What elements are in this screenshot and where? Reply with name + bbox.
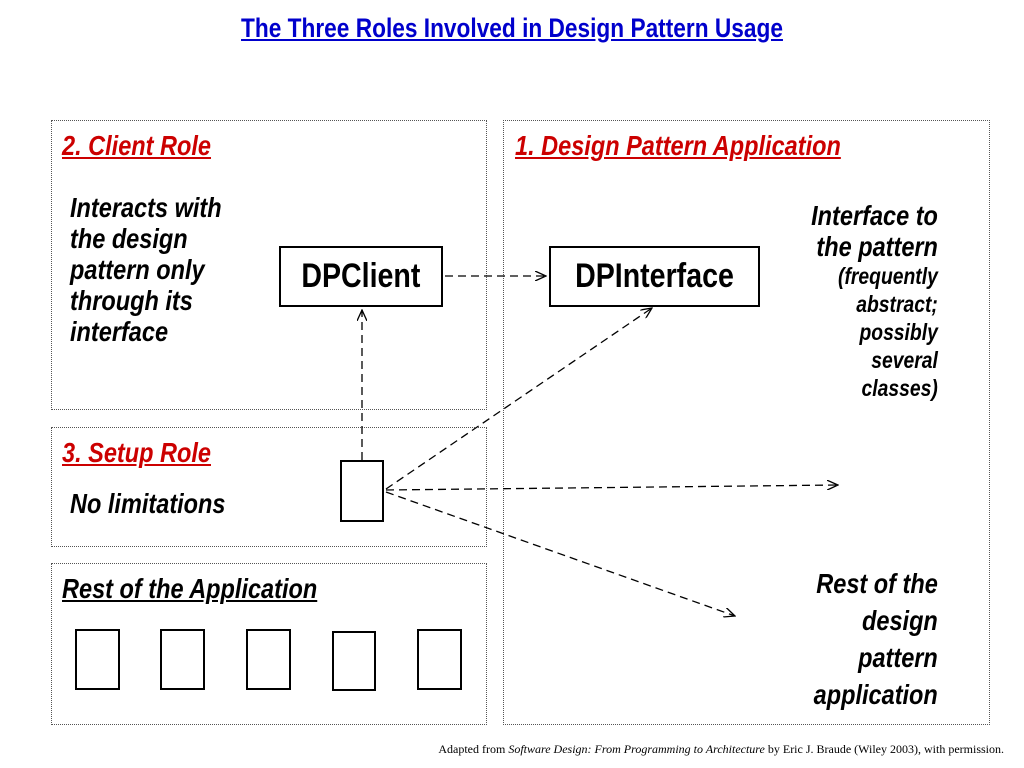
rest-of-design-pattern-description: Rest of the design pattern application: [814, 565, 938, 713]
client-desc-line: Interacts with: [70, 192, 222, 223]
client-role-panel: [51, 120, 487, 410]
interface-note-line: abstract;: [856, 291, 938, 317]
dpinterface-box: DPInterface: [549, 246, 760, 307]
rest-dp-line: application: [813, 679, 938, 710]
application-class-box: [246, 629, 291, 690]
setup-role-description: No limitations: [70, 488, 226, 519]
rest-dp-line: design: [862, 605, 938, 636]
design-pattern-application-heading: 1. Design Pattern Application: [515, 130, 841, 161]
interface-note-line: several: [871, 347, 938, 373]
interface-note: (frequently abstract; possibly several c…: [838, 262, 938, 402]
application-class-box: [160, 629, 205, 690]
client-desc-line: pattern only: [70, 254, 205, 285]
interface-description: Interface to the pattern: [811, 200, 938, 262]
application-class-box: [417, 629, 462, 690]
client-role-description: Interacts with the design pattern only t…: [70, 192, 222, 347]
client-desc-line: the design: [70, 223, 188, 254]
dpclient-box: DPClient: [279, 246, 443, 307]
setup-class-box: [340, 460, 384, 522]
page-title: The Three Roles Involved in Design Patte…: [241, 13, 783, 43]
interface-note-line: classes): [861, 375, 938, 401]
footer-book-title: Software Design: From Programming to Arc…: [508, 742, 765, 756]
application-class-box: [75, 629, 120, 690]
client-role-heading: 2. Client Role: [62, 130, 211, 161]
application-class-box: [332, 631, 376, 691]
attribution-footer: Adapted from Software Design: From Progr…: [0, 742, 1004, 757]
client-desc-line: interface: [70, 316, 169, 347]
setup-role-heading: 3. Setup Role: [62, 437, 211, 468]
interface-note-line: (frequently: [838, 263, 938, 289]
interface-desc-line: Interface to: [811, 200, 938, 231]
rest-dp-line: pattern: [858, 642, 938, 673]
dpclient-label: DPClient: [301, 257, 421, 295]
rest-dp-line: Rest of the: [816, 568, 938, 599]
rest-of-application-heading: Rest of the Application: [62, 573, 318, 604]
dpinterface-label: DPInterface: [575, 257, 734, 295]
footer-prefix: Adapted from: [438, 742, 509, 756]
interface-desc-line: the pattern: [816, 231, 938, 262]
interface-note-line: possibly: [859, 319, 938, 345]
rest-of-application-panel: [51, 563, 487, 725]
client-desc-line: through its: [70, 285, 193, 316]
footer-suffix: by Eric J. Braude (Wiley 2003), with per…: [764, 742, 1004, 756]
